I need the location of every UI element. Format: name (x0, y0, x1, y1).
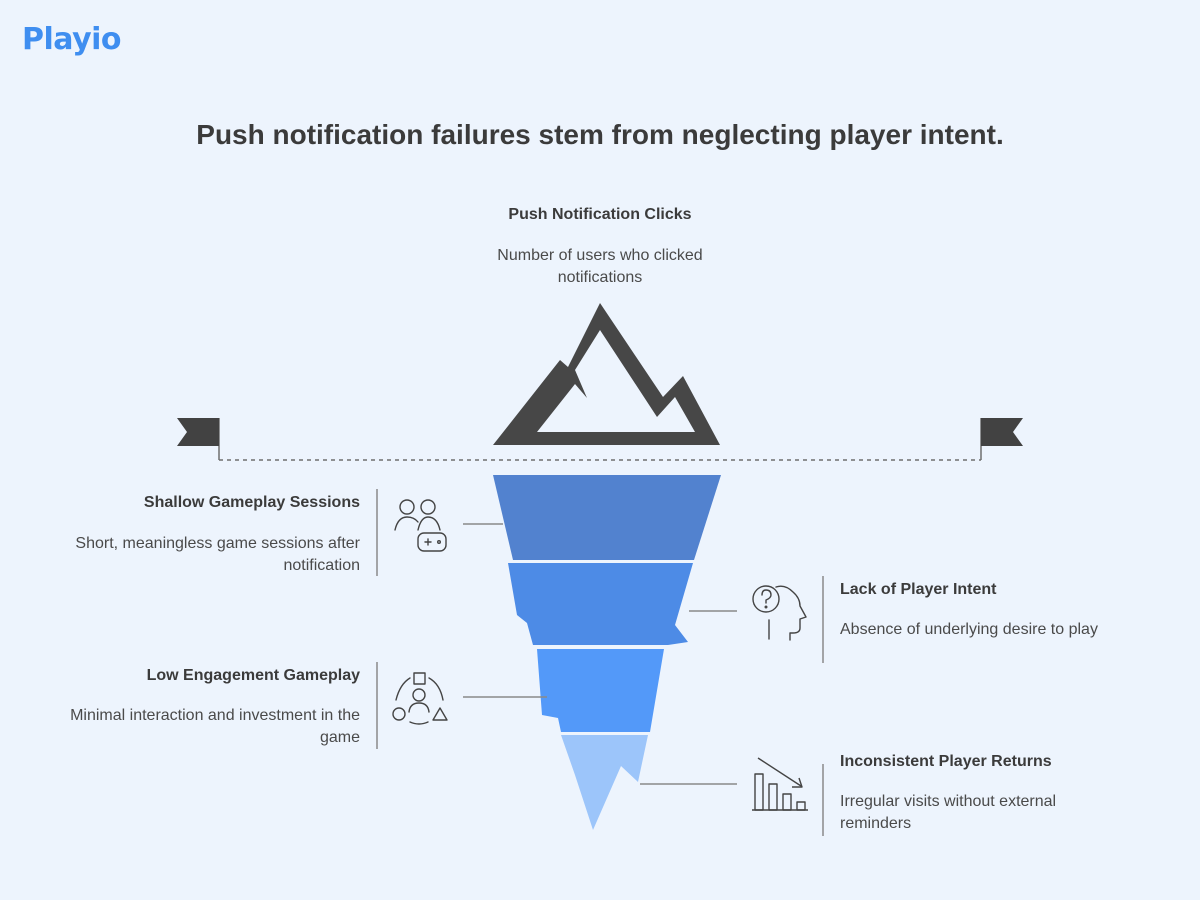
declining-bars-icon (752, 757, 808, 811)
right-flag-icon (981, 418, 1023, 446)
people-shapes-icon (392, 672, 448, 725)
users-gamepad-icon (394, 499, 447, 552)
page-title: Push notification failures stem from neg… (196, 119, 1004, 150)
layer-2-description: Absence of underlying desire to play (840, 621, 1098, 638)
layer-inconsistent-returns (561, 735, 648, 830)
left-flag-icon (177, 418, 219, 446)
layer-3-title: Low Engagement Gameplay (146, 667, 360, 684)
head-question-icon (752, 585, 807, 641)
layer-3-description: Minimal interaction and investment in th… (70, 707, 360, 746)
layer-shallow-sessions (493, 475, 721, 560)
layer-4-title: Inconsistent Player Returns (840, 753, 1052, 770)
layer-2-title: Lack of Player Intent (840, 581, 997, 598)
layer-4-description: Irregular visits without external remind… (840, 793, 1057, 832)
layer-low-engagement (537, 649, 664, 732)
mountain-tip-icon (493, 303, 720, 445)
layer-1-title: Shallow Gameplay Sessions (143, 494, 360, 511)
tip-description: Number of users who clicked notification… (497, 247, 703, 286)
layer-lack-of-intent (508, 563, 693, 645)
layer-1-description: Short, meaningless game sessions after n… (75, 535, 360, 574)
brand-logo: Playio (22, 22, 122, 57)
tip-title: Push Notification Clicks (508, 206, 692, 223)
